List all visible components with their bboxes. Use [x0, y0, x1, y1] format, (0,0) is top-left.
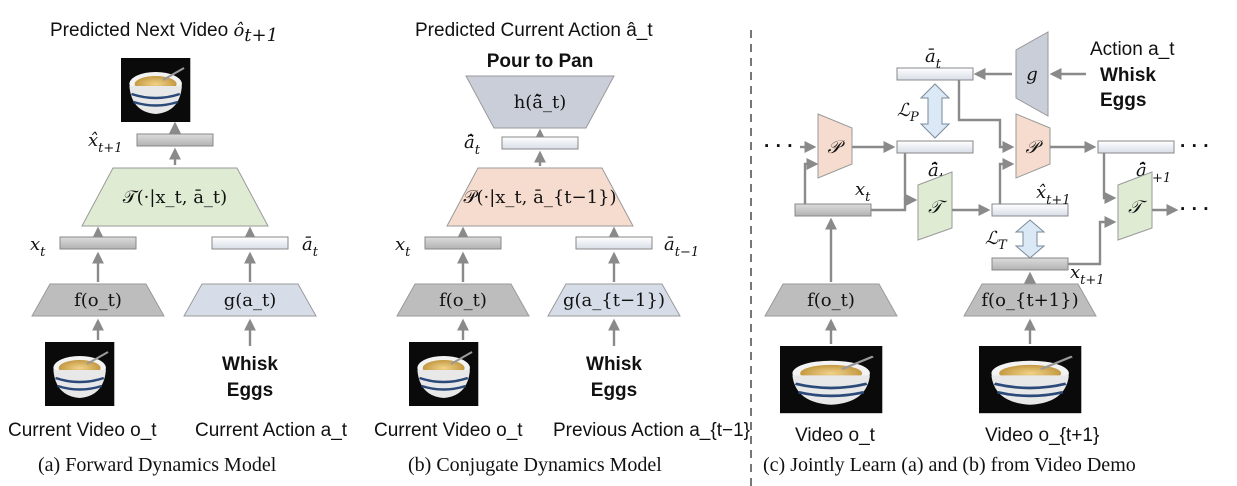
h-label: h(â̄_t)	[514, 92, 567, 113]
action-at-label: Action a_t	[1090, 39, 1175, 60]
caption-c: (c) Jointly Learn (a) and (b) from Video…	[763, 454, 1136, 476]
x-bar-b	[424, 236, 502, 250]
transition-label: 𝒯(·|x_t, ā_t)	[123, 187, 227, 208]
encoder-f-c	[764, 283, 898, 317]
encoder-f-block-b	[396, 283, 530, 317]
video-frame-t	[778, 344, 885, 416]
f-label: f(o_t)	[74, 290, 122, 311]
caption-a: (a) Forward Dynamics Model	[38, 454, 277, 476]
transition-t-right	[1117, 171, 1153, 241]
current-video-label: Current Video o_t	[8, 420, 157, 441]
ahat-bar-c	[896, 140, 974, 154]
abar-bar	[211, 236, 289, 250]
action-encoder-g-block-b	[547, 283, 681, 317]
current-action-label: Current Action a_t	[195, 420, 348, 441]
ahat1-label-c: â̄t+1	[1136, 160, 1171, 186]
ahat1-bar-c	[1097, 140, 1175, 154]
current-video-label-b: Current Video o_t	[374, 420, 523, 441]
abar-bar-c	[896, 67, 974, 81]
x-label: xt	[30, 234, 46, 260]
video-t1-label: Video o_{t+1}	[985, 425, 1099, 446]
policy-p-right	[1015, 113, 1051, 179]
encoder-f-block	[31, 283, 165, 317]
x-label-b: xt	[395, 234, 411, 260]
action-text-line1: Whisk	[222, 354, 278, 375]
action-encoder-g-block	[183, 283, 317, 317]
abar-prev-bar	[575, 236, 653, 250]
xhat-label-c: x̂t+1	[1036, 182, 1071, 208]
policy-p-left	[817, 113, 853, 179]
dots-right-bottom: · · ·	[1180, 199, 1210, 220]
ahat-bar	[501, 136, 579, 150]
panel-joint-learning: Action a_t Whisk Eggs g āt ℒP â̄t · · · …	[763, 31, 1210, 476]
abar-prev-label: āt−1	[664, 234, 699, 260]
predicted-action-label: Predicted Current Action â_t	[415, 20, 653, 41]
c-action-line2: Eggs	[1100, 90, 1146, 111]
encoder-f1-c	[963, 283, 1097, 317]
caption-b: (b) Conjugate Dynamics Model	[408, 454, 662, 476]
dots-right-top: · · ·	[1180, 136, 1210, 157]
lp-loss-arrow	[919, 83, 951, 139]
xt1-label-c: xt+1	[1070, 262, 1105, 288]
f-label-c: f(o_t)	[807, 290, 855, 311]
video-t-label: Video o_t	[795, 425, 876, 446]
g-encoder-c	[1015, 31, 1049, 117]
action-text-line1-b: Whisk	[586, 354, 642, 375]
abar-label: āt	[302, 234, 319, 260]
f-label-b: f(o_t)	[439, 290, 487, 311]
xhat-bar	[136, 133, 214, 147]
x-bar	[59, 236, 137, 250]
g-label-c: g	[1026, 64, 1038, 85]
pour-label: Pour to Pan	[487, 51, 594, 72]
ahat-label: â̄t	[464, 132, 481, 158]
predicted-next-frame	[119, 56, 192, 124]
video-frame-t1	[977, 344, 1084, 416]
lt-loss-arrow	[1014, 219, 1046, 259]
previous-action-label: Previous Action a_{t−1}	[553, 420, 750, 441]
action-text-line2: Eggs	[227, 380, 273, 401]
panel-conjugate-dynamics: Predicted Current Action â_t Pour to Pan…	[374, 20, 750, 476]
abar-label-c: āt	[925, 46, 942, 72]
xhat-label: x̂t+1	[88, 130, 123, 156]
current-frame	[43, 340, 116, 408]
transition-t-left	[917, 171, 953, 241]
panel-forward-dynamics: Predicted Next Video ôt+1 x̂t+1 𝒯(·|x_t,…	[8, 20, 348, 476]
f1-label-c: f(o_{t+1})	[981, 290, 1078, 311]
decoder-h-block	[465, 75, 615, 129]
policy-label: 𝒫(·|x_t, ā_{t−1})	[463, 187, 616, 208]
dots-left: · · ·	[764, 136, 794, 157]
c-action-line1: Whisk	[1100, 65, 1156, 86]
xhat-bar-c	[991, 203, 1069, 217]
policy-block	[446, 167, 634, 227]
g-label-b: g(a_{t−1})	[563, 290, 665, 311]
next-video-label: Predicted Next Video ôt+1	[50, 20, 278, 46]
xt-label-c: xt	[855, 179, 871, 205]
xt-bar-c	[794, 203, 872, 217]
action-text-line2-b: Eggs	[591, 380, 637, 401]
g-label: g(a_t)	[224, 290, 277, 311]
lp-label: ℒP	[897, 100, 919, 125]
lt-label: ℒT	[985, 228, 1008, 253]
current-frame-b	[407, 340, 480, 408]
xt1-bar-c	[991, 257, 1069, 271]
transition-model-block	[81, 167, 269, 227]
